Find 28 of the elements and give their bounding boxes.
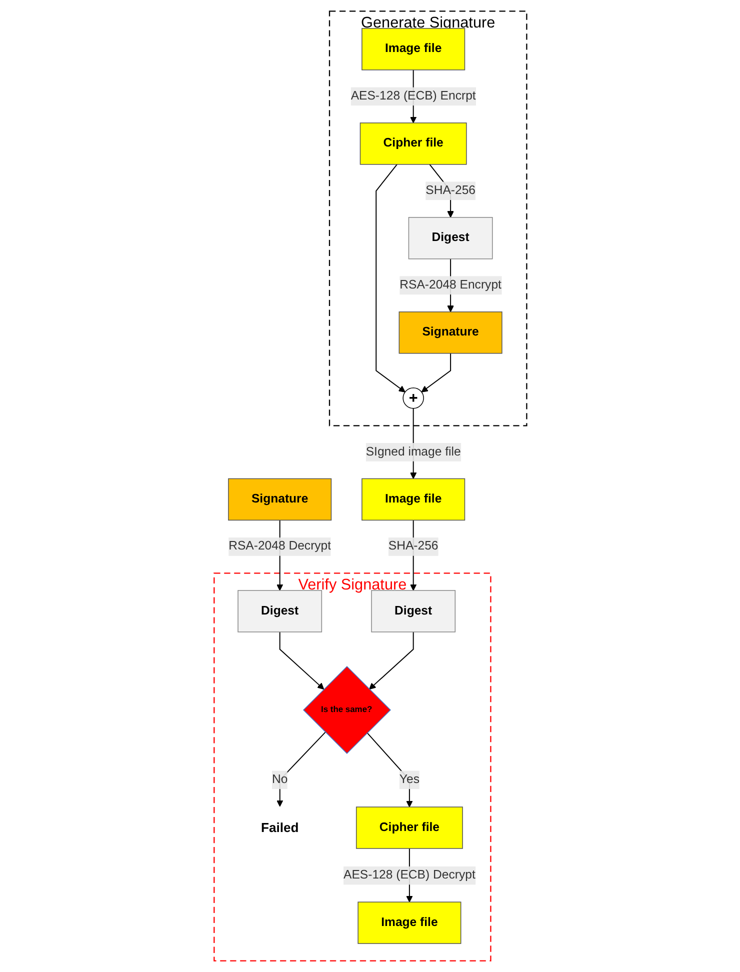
node-box: Signature xyxy=(228,478,332,521)
edge-label: AES-128 (ECB) Decrypt xyxy=(343,868,475,882)
node-box: Signature xyxy=(398,312,502,354)
arrow xyxy=(420,352,451,392)
edge-label: RSA-2048 Encrypt xyxy=(399,278,502,292)
node-box: Cipher file xyxy=(359,122,466,165)
edge-label: No xyxy=(272,773,288,786)
arrow xyxy=(278,631,324,690)
edge-label: RSA-2048 Decrypt xyxy=(228,540,331,553)
edge-label: SHA-256 xyxy=(425,184,476,198)
edge-label: SIgned image file xyxy=(365,445,460,458)
node-diamond: Is the same? xyxy=(302,666,391,754)
edge-label: Yes xyxy=(398,773,420,786)
arrow xyxy=(375,164,405,392)
node-circle: + xyxy=(402,388,424,409)
arrow xyxy=(366,732,412,808)
node-box: Digest xyxy=(370,590,456,632)
node-box: Digest xyxy=(237,590,322,632)
edge-label: SHA-256 xyxy=(388,540,438,553)
node-text: Failed xyxy=(260,820,298,835)
arrow xyxy=(368,631,414,690)
node-box: Image file xyxy=(357,902,461,944)
edge-label: AES-128 (ECB) Encrpt xyxy=(350,90,476,103)
node-box: Cipher file xyxy=(356,806,462,849)
node-box: Image file xyxy=(361,28,465,70)
arrow xyxy=(276,732,326,807)
node-box: Digest xyxy=(408,217,492,260)
node-box: Image file xyxy=(361,478,465,521)
